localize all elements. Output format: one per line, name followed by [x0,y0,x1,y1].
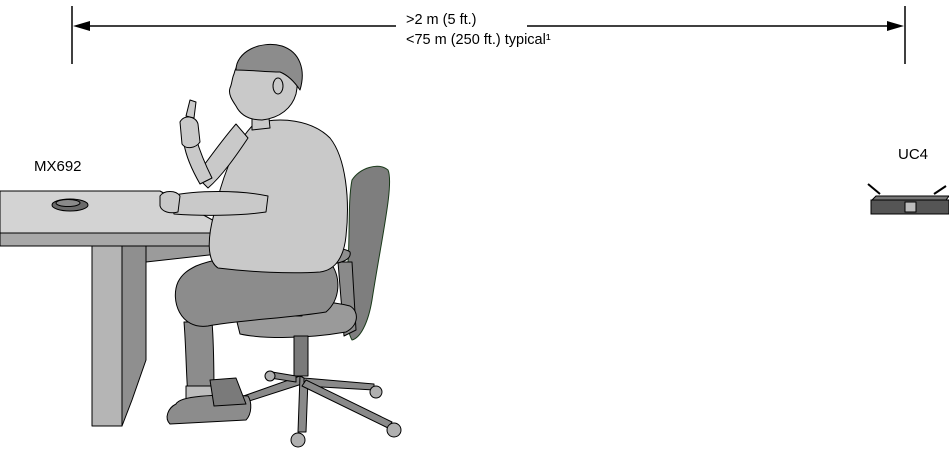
person-ear [272,77,284,95]
seated-person [159,44,348,425]
person-hair [235,44,303,91]
receiver-top [870,195,949,201]
person-raised-hand [179,116,201,149]
person-hand [159,191,181,214]
chair-caster-3 [369,385,383,399]
right-arrowhead [887,21,904,31]
person-pointing-finger [185,99,197,119]
chair-caster-5 [264,370,276,382]
chair-backrest [345,165,391,341]
chair-caster-4 [386,422,402,438]
receiver-antenna-right [933,185,947,195]
chair-column [293,335,309,377]
typical-distance-label: <75 m (250 ft.) typical¹ [406,32,551,48]
left-arrowhead [73,21,90,31]
chair-caster-2 [290,432,306,448]
receiver-display [904,201,917,213]
desk-leg-side [121,245,147,427]
person-shoe-back [209,377,247,407]
desk-edge [0,232,237,247]
microphone-model-label: MX692 [34,158,82,175]
person-forearm [169,191,269,216]
receiver-unit [867,183,949,215]
receiver-model-label: UC4 [898,146,929,163]
distance-dimension [71,6,906,64]
boundary-microphone [51,198,89,212]
minimum-distance-label: >2 m (5 ft.) [406,12,477,28]
desk-leg-front [91,245,123,427]
receiver-antenna-left [867,183,881,195]
microphone-top [55,199,81,207]
